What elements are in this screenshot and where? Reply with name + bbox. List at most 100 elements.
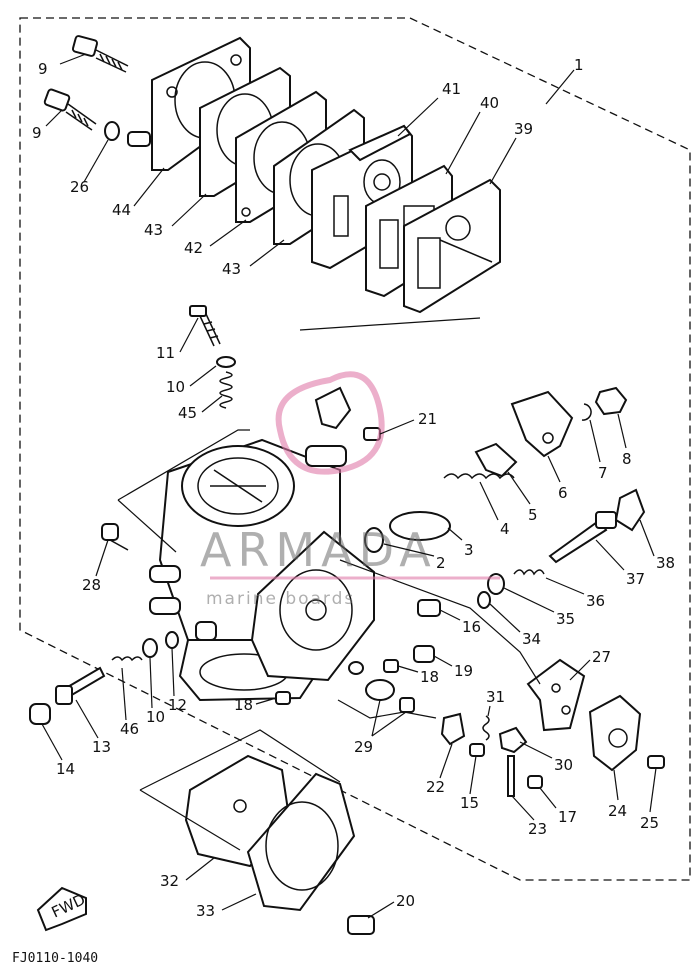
washer-2 — [364, 527, 384, 553]
label-5: 5 — [528, 506, 538, 524]
screw-20 — [347, 915, 375, 935]
label-26: 26 — [70, 178, 89, 196]
washer-34 — [477, 591, 491, 609]
left-fittings — [29, 523, 291, 725]
cap-24 — [588, 694, 642, 772]
washer-10-lower — [142, 638, 158, 658]
fitting-30 — [498, 726, 528, 754]
spring-36 — [513, 569, 545, 576]
screw-18-lower — [275, 691, 291, 705]
label-1: 1 — [574, 56, 584, 74]
label-41: 41 — [442, 80, 461, 98]
label-22: 22 — [426, 778, 445, 796]
label-43b: 43 — [222, 260, 241, 278]
label-39: 39 — [514, 120, 533, 138]
label-15: 15 — [460, 794, 479, 812]
label-37: 37 — [626, 570, 645, 588]
screw-18 — [383, 659, 399, 673]
label-7: 7 — [598, 464, 608, 482]
label-34: 34 — [522, 630, 541, 648]
label-23: 23 — [528, 820, 547, 838]
oring-12 — [165, 631, 179, 649]
label-27: 27 — [592, 648, 611, 666]
bottom-diaphragms — [184, 754, 375, 935]
plate-stack — [43, 35, 501, 314]
label-13: 13 — [92, 738, 111, 756]
fitting-28 — [101, 523, 119, 541]
label-38: 38 — [656, 554, 675, 572]
collar-3 — [389, 511, 451, 541]
label-28: 28 — [82, 576, 101, 594]
watermark-logo — [275, 371, 385, 475]
label-10a: 10 — [166, 378, 185, 396]
bolt-9-lower — [43, 88, 97, 131]
label-14: 14 — [56, 760, 75, 778]
pin-23 — [507, 755, 515, 797]
label-6: 6 — [558, 484, 568, 502]
label-9b: 9 — [32, 124, 42, 142]
spring-31 — [482, 715, 490, 741]
label-31: 31 — [486, 688, 505, 706]
screw-11 — [189, 305, 221, 347]
fwd-arrow: FWD — [36, 886, 88, 932]
label-8: 8 — [622, 450, 632, 468]
screw-25 — [647, 755, 665, 769]
label-11: 11 — [156, 344, 175, 362]
washer-26 — [104, 121, 120, 141]
label-9a: 9 — [38, 60, 48, 78]
label-45: 45 — [178, 404, 197, 422]
diagram-code: FJ0110-1040 — [12, 951, 98, 966]
label-25: 25 — [640, 814, 659, 832]
label-4: 4 — [500, 520, 510, 538]
assembly-guides — [117, 317, 541, 851]
label-12: 12 — [168, 696, 187, 714]
label-40: 40 — [480, 94, 499, 112]
cap-14 — [29, 703, 51, 725]
bracket-27 — [526, 658, 586, 732]
assembly-boundary — [19, 17, 691, 881]
label-3: 3 — [464, 541, 474, 559]
watermark-tagline: marine boards — [206, 589, 355, 609]
throttle-parts — [348, 386, 665, 797]
needle-37 — [548, 518, 608, 564]
label-16: 16 — [462, 618, 481, 636]
label-42: 42 — [184, 239, 203, 257]
label-36: 36 — [586, 592, 605, 610]
spring-46 — [111, 656, 143, 662]
clip-7 — [581, 403, 592, 421]
label-30: 30 — [554, 756, 573, 774]
label-18b: 18 — [234, 696, 253, 714]
carburetor-body — [149, 305, 375, 702]
arm-5 — [474, 442, 518, 478]
nut-8 — [594, 386, 628, 416]
label-35: 35 — [556, 610, 575, 628]
label-44: 44 — [112, 201, 131, 219]
label-33: 33 — [196, 902, 215, 920]
plug-16 — [417, 599, 441, 617]
label-24: 24 — [608, 802, 627, 820]
label-18a: 18 — [420, 668, 439, 686]
throttle-lever-6 — [510, 390, 574, 458]
label-32: 32 — [160, 872, 179, 890]
label-19: 19 — [454, 662, 473, 680]
jet-29 — [365, 679, 395, 701]
washer-10-upper — [216, 356, 236, 368]
label-21: 21 — [418, 410, 437, 428]
label-2: 2 — [436, 554, 446, 572]
spring-45 — [219, 371, 233, 409]
label-29: 29 — [354, 738, 373, 756]
watermark: ARMADA marine boards — [200, 371, 500, 609]
bolt-9-upper — [71, 35, 129, 73]
fitting-38 — [614, 488, 646, 532]
watermark-brand: ARMADA — [200, 523, 437, 577]
part-labels: 1 9 9 26 44 43 42 43 41 40 39 11 10 45 2… — [32, 56, 675, 920]
label-17: 17 — [558, 808, 577, 826]
diaphragm-39 — [403, 178, 501, 314]
spring-4 — [443, 473, 515, 480]
screw-17 — [527, 775, 543, 789]
cover-33 — [246, 772, 356, 912]
lever-22 — [440, 712, 466, 746]
plug-19 — [413, 645, 435, 663]
screw-15 — [469, 743, 485, 757]
